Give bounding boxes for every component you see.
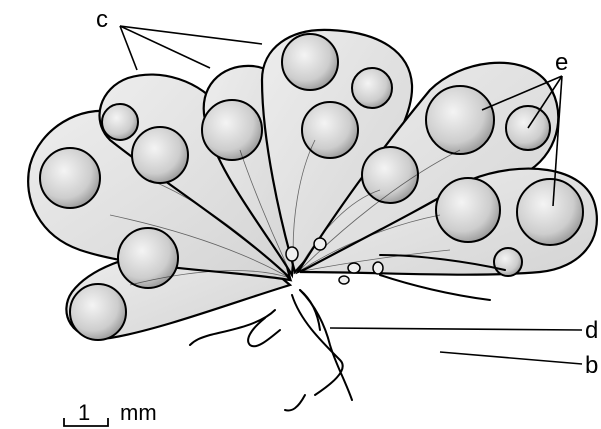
egg [426,86,494,154]
egg [436,178,500,242]
leader-c-3 [120,26,262,44]
egg [132,127,188,183]
scale-bar-value: 1 [78,400,90,425]
egg [40,148,100,208]
egg [118,228,178,288]
scale-bar-unit: mm [120,400,157,425]
leader-b [440,352,582,364]
egg [362,147,418,203]
label-b: b [585,352,598,379]
egg [202,100,262,160]
label-e: e [555,49,568,76]
scale-bar: 1 mm [64,400,157,426]
label-d: d [585,317,598,344]
egg [102,104,138,140]
egg [70,284,126,340]
egg [282,34,338,90]
leader-d [330,328,582,330]
egg [352,68,392,108]
egg [517,179,583,245]
egg [494,248,522,276]
label-c: c [96,6,108,33]
